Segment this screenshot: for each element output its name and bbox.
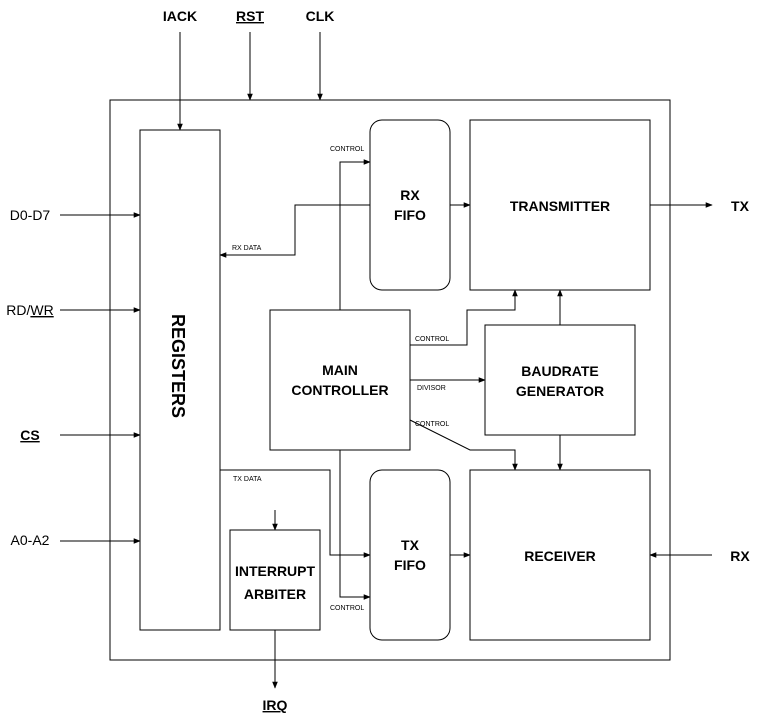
interrupt-arbiter-label-line1: INTERRUPT [235,563,316,579]
transmitter-block [469,119,651,291]
registers-label: REGISTERS [168,314,188,418]
pin-clk-label: CLK [306,8,335,24]
tx-fifo-label-line2: FIFO [394,557,426,573]
baudrate-generator-block [484,324,636,436]
wire-tx-data [220,469,371,558]
main-controller-block [269,309,411,451]
signal-control-right-bottom: CONTROL [415,421,449,428]
signal-rx-data: RX DATA [232,245,262,252]
pin-rst-label: RST [236,8,264,24]
interrupt-arbiter-label-line2: ARBITER [244,586,306,602]
signal-tx-data: TX DATA [233,476,262,483]
receiver-label: RECEIVER [524,548,596,564]
pin-rx-label: RX [730,548,750,564]
pin-cs-label: CS [20,427,39,443]
pin-rd-label: RD/ [6,302,30,318]
wire-rx-fifo-to-registers [219,204,370,258]
main-controller-label-line2: CONTROLLER [291,382,388,398]
signal-control-bottom: CONTROL [330,605,364,612]
pin-wr-label: WR [30,302,53,318]
receiver-block [469,469,651,641]
transmitter-label: TRANSMITTER [510,198,610,214]
tx-fifo-label-line1: TX [401,537,420,553]
pin-irq-label: IRQ [263,697,288,713]
main-controller-label-line1: MAIN [322,362,358,378]
rx-fifo-block [369,119,451,291]
signal-control-right-top: CONTROL [415,336,449,343]
interrupt-arbiter-block [229,529,321,631]
pin-rd-wr-label: RD/WR [6,302,53,318]
pin-iack-label: IACK [163,8,197,24]
signal-divisor: DIVISOR [417,385,446,392]
signal-control-top: CONTROL [330,146,364,153]
tx-fifo-block [369,469,451,641]
rx-fifo-label-line2: FIFO [394,207,426,223]
registers-block [139,129,221,631]
wire-controller-to-rx-fifo [339,159,371,310]
wire-controller-to-receiver [409,419,518,471]
pin-d0-d7-label: D0-D7 [10,207,51,223]
baudrate-label-line1: BAUDRATE [521,363,599,379]
pin-a0-a2-label: A0-A2 [11,532,50,548]
wire-controller-to-tx-fifo [339,450,371,600]
pin-tx-label: TX [731,198,750,214]
baudrate-label-line2: GENERATOR [516,383,604,399]
rx-fifo-label-line1: RX [400,187,420,203]
wire-controller-to-transmitter [410,289,518,346]
